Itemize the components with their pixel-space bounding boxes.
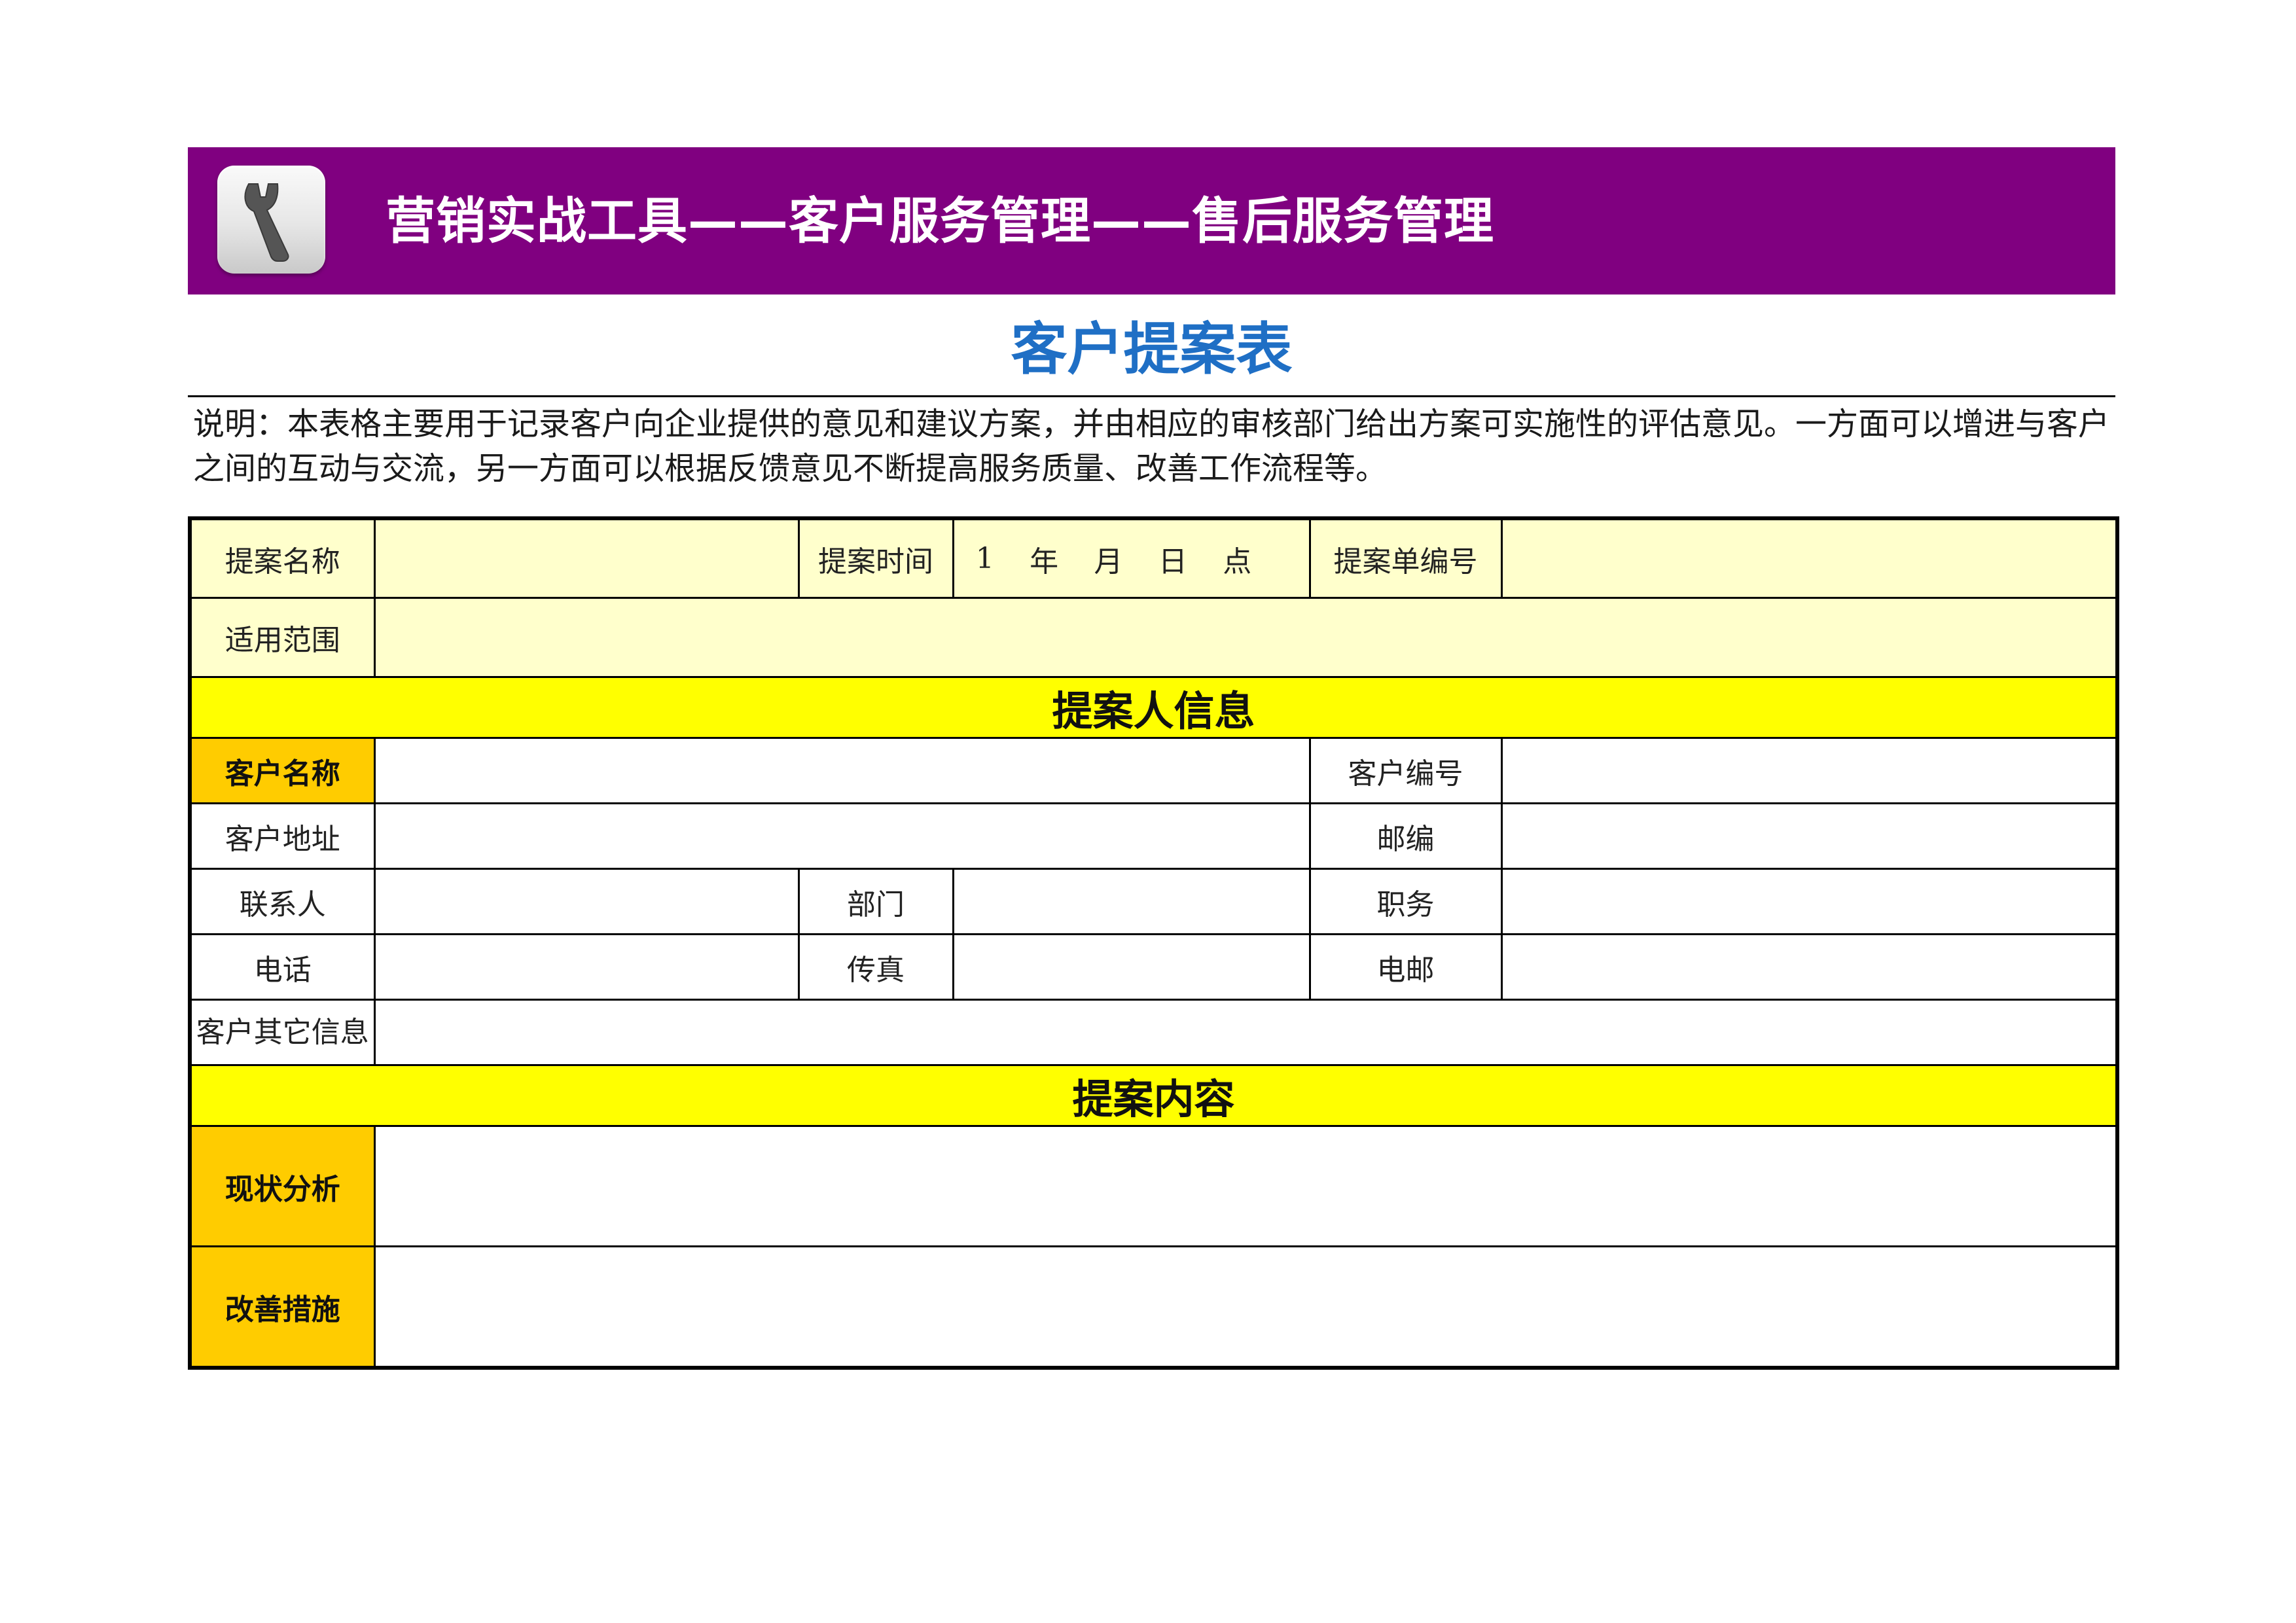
wrench-icon	[244, 183, 289, 262]
other-info-row: 客户其它信息	[188, 999, 2119, 1066]
banner: 营销实战工具——客户服务管理——售后服务管理	[188, 147, 2115, 294]
proposal-name-label: 提案名称	[188, 517, 376, 599]
contact-label: 联系人	[188, 868, 376, 935]
content-section-title: 提案内容	[188, 1064, 2119, 1127]
fax-field[interactable]	[952, 933, 1311, 1001]
email-label: 电邮	[1308, 933, 1503, 1001]
address-label: 客户地址	[188, 802, 376, 870]
position-label: 职务	[1308, 868, 1503, 935]
status-analysis-field[interactable]	[373, 1125, 2119, 1247]
other-info-label: 客户其它信息	[188, 999, 376, 1066]
position-field[interactable]	[1500, 868, 2119, 935]
app-icon	[217, 166, 325, 274]
improvement-label: 改善措施	[188, 1245, 376, 1369]
scope-row: 适用范围	[188, 597, 2119, 678]
month-label: 月	[1094, 544, 1123, 579]
department-label: 部门	[797, 868, 954, 935]
phone-field[interactable]	[373, 933, 800, 1001]
status-row: 现状分析	[188, 1125, 2119, 1247]
email-field[interactable]	[1500, 933, 2119, 1001]
postcode-field[interactable]	[1500, 802, 2119, 870]
scope-label: 适用范围	[188, 597, 376, 678]
address-field[interactable]	[373, 802, 1311, 870]
proposal-no-field[interactable]	[1500, 517, 2119, 599]
contact-row: 联系人 部门 职务	[188, 868, 2119, 935]
scope-field[interactable]	[373, 597, 2119, 678]
form-title: 客户提案表	[1011, 317, 1293, 382]
status-analysis-label: 现状分析	[188, 1125, 376, 1247]
banner-title: 营销实战工具——客户服务管理——售后服务管理	[386, 192, 1494, 250]
proposal-time-label: 提案时间	[797, 517, 954, 599]
hour-label: 点	[1223, 544, 1252, 579]
address-row: 客户地址 邮编	[188, 802, 2119, 870]
customer-name-row: 客户名称 客户编号	[188, 737, 2119, 804]
phone-row: 电话 传真 电邮	[188, 933, 2119, 1001]
customer-name-label: 客户名称	[188, 737, 376, 804]
proposal-no-label: 提案单编号	[1308, 517, 1503, 599]
description-text: 说明：本表格主要用于记录客户向企业提供的意见和建议方案，并由相应的审核部门给出方…	[193, 406, 2110, 487]
postcode-label: 邮编	[1308, 802, 1503, 870]
proposal-form-table: 提案名称 提案时间 1 年 月 日 点 提案单编号 适用范围 提案人信息 客户名…	[188, 516, 2119, 1370]
department-field[interactable]	[952, 868, 1311, 935]
customer-no-label: 客户编号	[1308, 737, 1503, 804]
proposer-section-title: 提案人信息	[188, 676, 2119, 739]
title-divider	[188, 395, 2115, 397]
proposer-section-row: 提案人信息	[188, 676, 2119, 739]
contact-field[interactable]	[373, 868, 800, 935]
fax-label: 传真	[797, 933, 954, 1001]
improvement-field[interactable]	[373, 1245, 2119, 1369]
content-section-row: 提案内容	[188, 1064, 2119, 1127]
header-row: 提案名称 提案时间 1 年 月 日 点 提案单编号	[188, 517, 2119, 599]
day-label: 日	[1158, 544, 1187, 579]
customer-name-field[interactable]	[373, 737, 1311, 804]
other-info-field[interactable]	[373, 999, 2119, 1066]
year-label: 年	[1030, 544, 1059, 579]
customer-no-field[interactable]	[1500, 737, 2119, 804]
phone-label: 电话	[188, 933, 376, 1001]
proposal-time-field[interactable]: 1 年 月 日 点	[952, 517, 1311, 599]
date-glyph: 1	[975, 542, 994, 575]
improvement-row: 改善措施	[188, 1245, 2119, 1369]
proposal-name-field[interactable]	[373, 517, 800, 599]
